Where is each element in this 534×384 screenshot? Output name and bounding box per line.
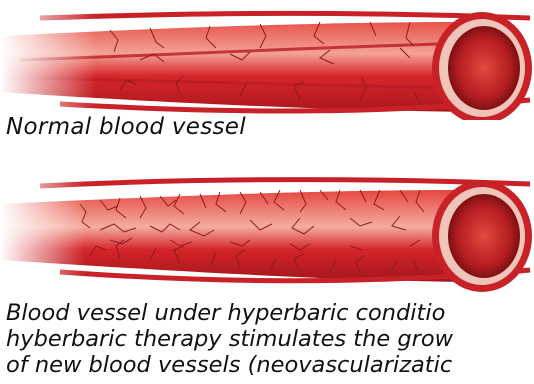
hyperbaric-vessel-panel — [0, 160, 534, 295]
caption-line: hyberbaric therapy stimulates the grow — [6, 326, 534, 352]
caption-line: of new blood vessels (neovascularizatic — [6, 352, 534, 378]
normal-vessel-panel: Normal blood vessel — [0, 0, 534, 120]
normal-vessel-illustration — [0, 0, 534, 120]
caption-hyperbaric-vessel: Blood vessel under hyperbaric conditio h… — [6, 300, 534, 378]
vessel-lumen — [448, 194, 520, 278]
caption-normal-vessel: Normal blood vessel — [6, 114, 246, 140]
caption-line: Blood vessel under hyperbaric conditio — [6, 300, 534, 326]
vessel-lumen — [448, 26, 520, 110]
hyperbaric-vessel-illustration — [0, 160, 534, 295]
